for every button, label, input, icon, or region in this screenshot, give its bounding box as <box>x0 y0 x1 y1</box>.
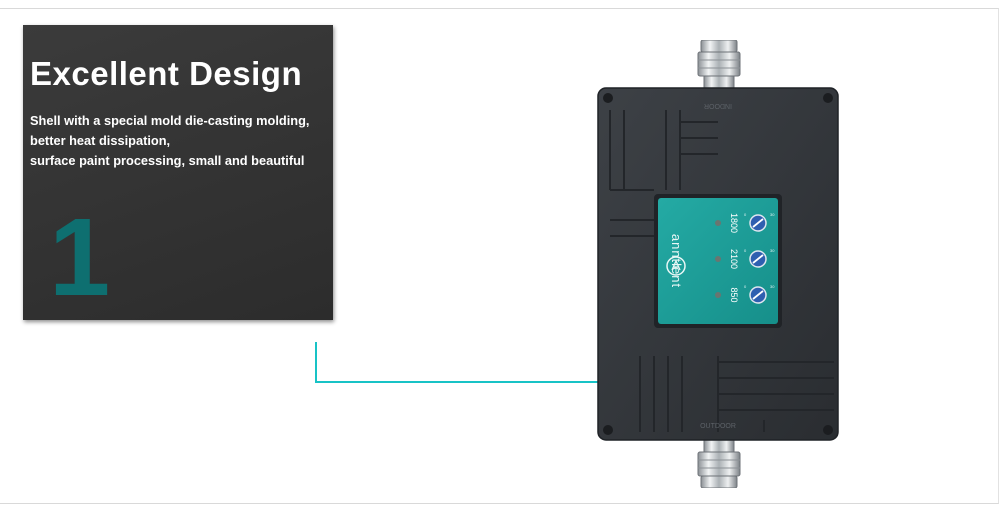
band-label-850: 850 <box>729 287 739 302</box>
brand-logo-icon <box>666 256 686 276</box>
description-line-2: better heat dissipation, <box>30 133 171 148</box>
gain-knob-1800[interactable] <box>749 214 767 232</box>
signal-booster-device: INDOOR OUTDOOR anntlent 1800 2100 850 0 … <box>597 40 839 488</box>
band-label-2100: 2100 <box>729 249 739 269</box>
connector-line-horizontal <box>315 381 634 383</box>
feature-title: Excellent Design <box>30 55 303 92</box>
bottom-antenna-connector <box>697 437 741 488</box>
gain-knob-850[interactable] <box>749 286 767 304</box>
top-antenna-connector <box>697 40 741 91</box>
svg-text:30: 30 <box>770 248 775 253</box>
connector-line-vertical <box>315 342 317 383</box>
outdoor-port-label: OUTDOOR <box>700 423 736 430</box>
description-line-1: Shell with a special mold die-casting mo… <box>30 113 310 128</box>
body-ribs-bottom <box>639 356 834 432</box>
gain-knob-2100[interactable] <box>749 250 767 268</box>
feature-panel: Excellent Design Shell with a special mo… <box>23 25 333 320</box>
page-frame <box>0 8 999 504</box>
svg-text:0: 0 <box>744 212 747 217</box>
indoor-port-label: INDOOR <box>704 102 732 109</box>
svg-text:0: 0 <box>744 284 747 289</box>
knob-scale-labels: 0 30 0 30 0 30 <box>744 212 775 289</box>
description-line-3: surface paint processing, small and beau… <box>30 153 305 168</box>
svg-text:30: 30 <box>770 212 775 217</box>
svg-text:0: 0 <box>744 248 747 253</box>
feature-number: 1 <box>49 196 111 319</box>
svg-text:30: 30 <box>770 284 775 289</box>
band-label-1800: 1800 <box>729 213 739 233</box>
feature-description: Shell with a special mold die-casting mo… <box>30 111 309 171</box>
body-ribs-top <box>609 110 718 237</box>
